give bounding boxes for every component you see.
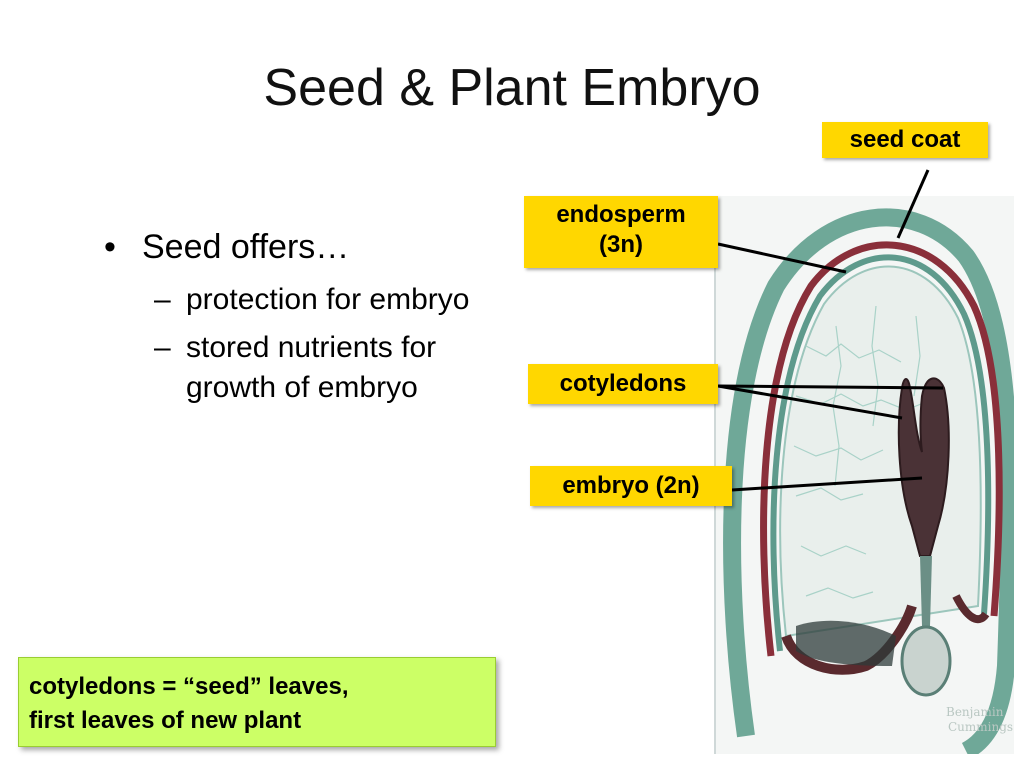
slide-title: Seed & Plant Embryo [263,59,761,117]
sub-bullet-text: stored nutrients for growth of embryo [186,331,437,404]
note-line-2: first leaves of new plant [29,707,302,734]
note-line-1: cotyledons = “seed” leaves, [29,673,349,700]
label-endosperm-line2: (3n) [599,231,643,258]
sub-bullet-marker: – [154,331,171,364]
seed-micrograph-image: Benjamin Cummings [714,196,1019,760]
label-embryo: embryo (2n) [530,466,732,506]
sub-bullet-item: – protection for embryo [154,280,524,320]
bullet-item: • Seed offers… [104,222,524,272]
bullet-marker: • [104,228,116,266]
label-seed-coat: seed coat [822,122,988,158]
definition-note-box: cotyledons = “seed” leaves, first leaves… [18,657,496,747]
sub-bullet-item: – stored nutrients for growth of embryo [154,328,524,408]
svg-text:Cummings: Cummings [948,720,1013,734]
bullet-list: • Seed offers… – protection for embryo –… [104,222,524,408]
sub-bullet-marker: – [154,283,171,316]
seed-section-illustration: Benjamin Cummings [716,196,1019,760]
sub-bullet-text: protection for embryo [186,283,470,316]
label-endosperm: endosperm (3n) [524,196,718,268]
label-cotyledons: cotyledons [528,364,718,404]
label-endosperm-line1: endosperm [556,201,686,228]
bullet-text: Seed offers… [142,228,350,266]
svg-text:Benjamin: Benjamin [946,705,1004,719]
